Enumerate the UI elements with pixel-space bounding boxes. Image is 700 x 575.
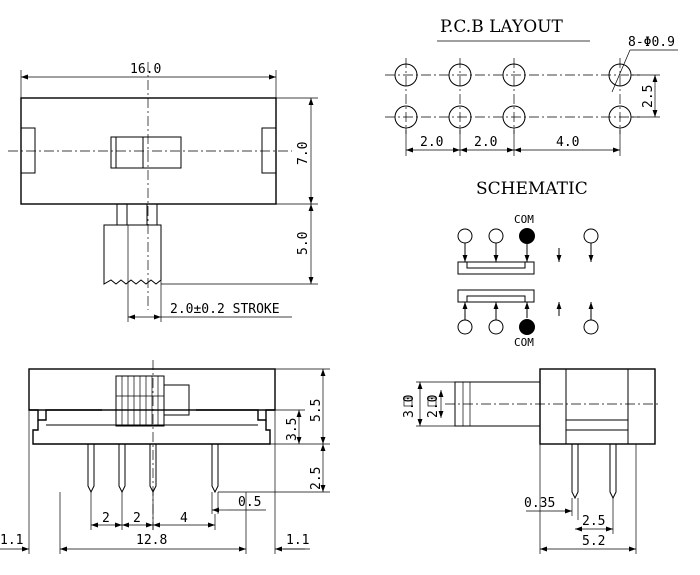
front-right-offset: 1.1 [286, 533, 309, 548]
front-span: 12.8 [136, 533, 167, 548]
pcb-pitch-3: 4.0 [556, 135, 579, 150]
side-body [539, 368, 656, 445]
side-width: 5.2 [582, 534, 605, 549]
top-actuator [103, 204, 162, 290]
schematic-title: SCHEMATIC [476, 179, 588, 199]
schematic-contact-bottom [457, 289, 535, 303]
terminal-com [519, 228, 535, 244]
front-slider-knob [115, 375, 190, 427]
top-height-label: 7.0 [296, 142, 311, 165]
front-left-offset: 1.1 [0, 533, 23, 548]
terminal [457, 228, 473, 244]
pin [571, 444, 579, 500]
pin [609, 444, 617, 500]
schematic: SCHEMATIC COM COM [457, 179, 599, 349]
terminal [488, 319, 504, 335]
terminal [488, 228, 504, 244]
schematic-contact-top [457, 261, 535, 275]
top-actuator-label: 5.0 [296, 232, 311, 255]
terminal [583, 228, 599, 244]
schematic-com-bottom: COM [514, 336, 534, 349]
terminal [457, 319, 473, 335]
top-length-label: 16.0 [130, 62, 161, 77]
pin [118, 444, 126, 494]
pcb-title: P.C.B LAYOUT [440, 17, 563, 37]
terminal-com [519, 319, 535, 335]
front-view: 5.5 3.5 2.5 0.5 2 2 4 12.8 1.1 1.1 [0, 360, 330, 554]
front-pitch-1: 2 [102, 511, 110, 526]
top-slider-window [110, 136, 182, 169]
side-view: 3.0 2.0 0.35 2.5 5.2 [402, 368, 660, 554]
front-pitch-3: 4 [180, 511, 188, 526]
front-pitch-2: 2 [133, 511, 141, 526]
pcb-pitch-2: 2.0 [474, 135, 497, 150]
front-pin-width: 0.5 [238, 495, 261, 510]
pin [87, 444, 95, 494]
front-pin-length: 2.5 [309, 467, 324, 490]
top-stroke-label: 2.0±0.2 STROKE [170, 302, 280, 317]
top-view: 16.0 7.0 5.0 2.0±0.2 STROKE [8, 62, 318, 322]
top-left-slot [20, 127, 36, 174]
pin [211, 444, 219, 494]
front-total-height: 5.5 [309, 399, 324, 422]
pcb-layout: P.C.B LAYOUT 8-Φ0.9 2.0 2.0 [385, 17, 678, 156]
pcb-row-gap: 2.5 [641, 85, 656, 108]
top-right-slot [261, 127, 277, 174]
schematic-com-top: COM [514, 213, 534, 226]
front-body-height: 3.5 [285, 418, 300, 441]
pcb-hole-note: 8-Φ0.9 [628, 35, 675, 50]
terminal [583, 319, 599, 335]
pcb-holes [394, 63, 632, 129]
side-pin-pitch: 2.5 [582, 514, 605, 529]
pcb-pitch-1: 2.0 [420, 135, 443, 150]
